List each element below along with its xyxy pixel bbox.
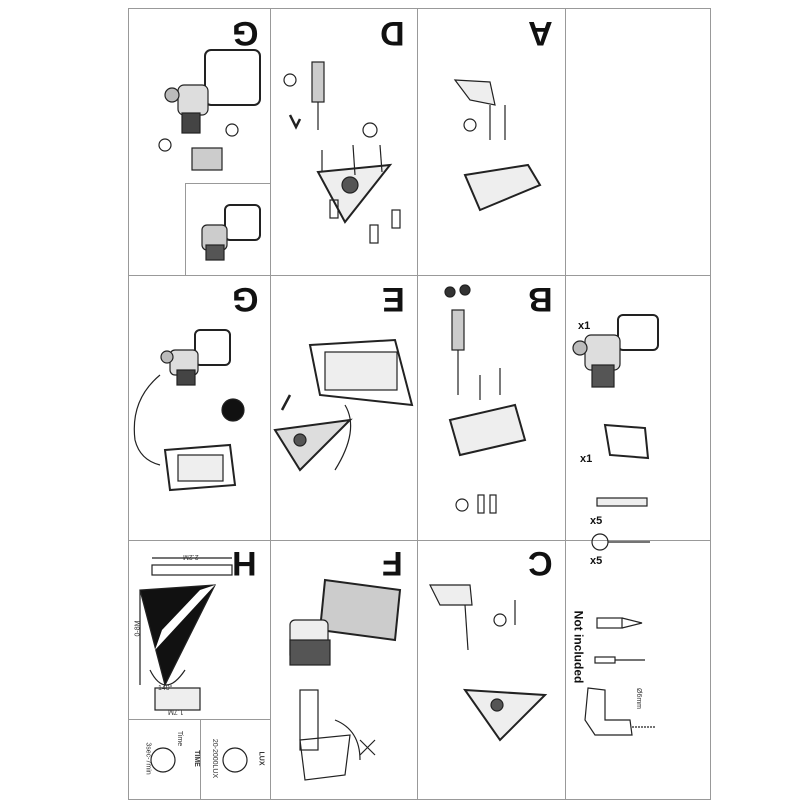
- time-label: TIME: [192, 750, 200, 767]
- lamp-head-and-sensor: [289, 578, 402, 781]
- solar-panel-mounting: [273, 338, 414, 472]
- lux-label: LUX: [257, 751, 265, 766]
- drill-on-base: [453, 79, 542, 212]
- lux-range: 20-2000LUX: [211, 738, 219, 779]
- drill-bracket: [429, 584, 548, 742]
- time-range: 3sec-7min: [144, 742, 152, 775]
- time-dial-label: Time: [176, 730, 184, 747]
- mounting-bracket-screws: [283, 61, 401, 244]
- not-included-label: Not included: [571, 610, 586, 684]
- drill-bit-size: Ø6mm: [635, 688, 642, 709]
- mounting-height: 1.7M: [168, 708, 184, 715]
- parts-list: [572, 314, 659, 551]
- detection-range: 0-8M: [134, 620, 142, 637]
- lamp-illustration: [158, 49, 261, 261]
- panel-quantity: x1: [580, 453, 593, 465]
- plug-quantity: x5: [590, 515, 603, 527]
- tools-not-included: [584, 617, 655, 736]
- screw-quantity: x5: [590, 555, 603, 567]
- detection-range-diagram: [139, 557, 248, 773]
- base-plate-screws: [444, 284, 527, 514]
- detection-angle: 140°: [158, 685, 173, 692]
- detection-width: 2.2M: [183, 553, 199, 560]
- lamp-quantity: x1: [578, 320, 591, 332]
- lamp-with-solar-panel: [133, 329, 245, 492]
